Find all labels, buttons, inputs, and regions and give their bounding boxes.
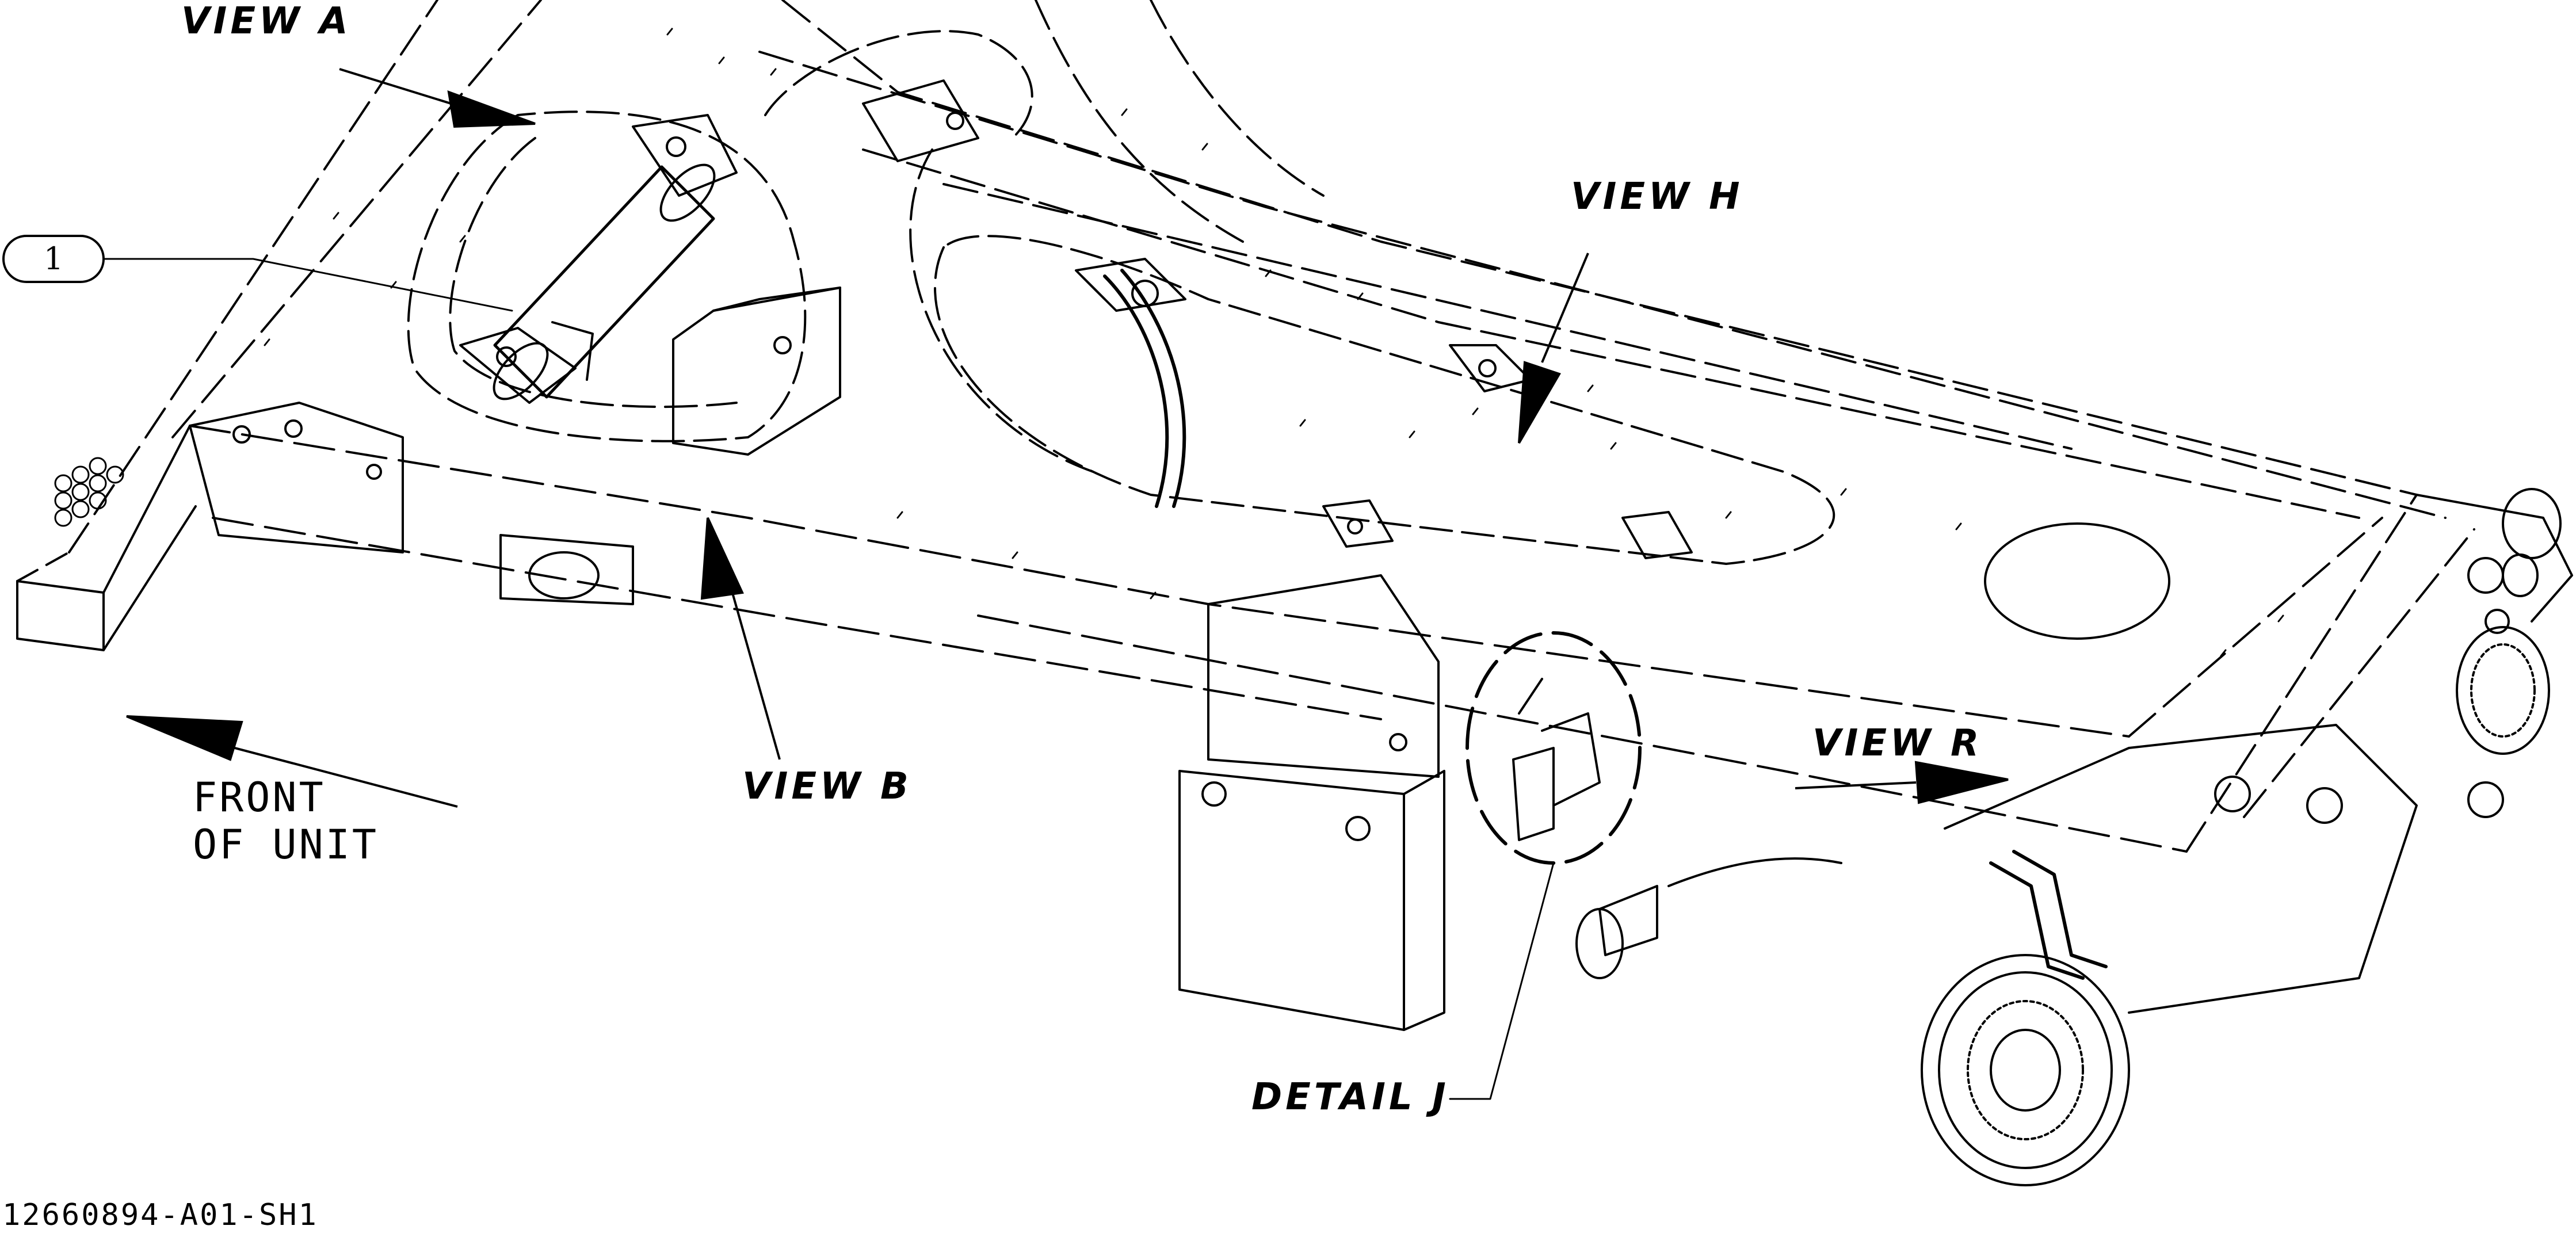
callout-1-number: 1 <box>44 240 63 277</box>
view-b-arrow <box>700 517 781 760</box>
view-a-arrow <box>339 68 536 128</box>
axle-hub <box>1921 557 2550 1186</box>
spindle <box>1575 857 1842 979</box>
frame-rails <box>16 0 2475 853</box>
view-a-label: VIEW A <box>181 0 352 43</box>
bracket-plates <box>1322 344 1693 559</box>
view-h-label: VIEW H <box>1571 175 1743 218</box>
front-label-line-1: FRONT <box>193 774 326 821</box>
accumulator-cylinder <box>459 114 738 404</box>
front-label-line-2: OF UNIT <box>193 821 379 868</box>
frame-oval-hole <box>1984 522 2170 640</box>
rear-coupling <box>2415 488 2573 623</box>
detail-j-leader <box>1449 862 1555 1100</box>
tool-box <box>1178 574 1445 1031</box>
view-b-label: VIEW B <box>742 765 912 808</box>
detail-j-label: DETAIL J <box>1251 1076 1449 1118</box>
cross-member <box>672 79 979 456</box>
bolt-marks <box>264 28 2284 657</box>
side-plate <box>189 402 404 553</box>
front-end-block <box>16 425 197 651</box>
callout-1-balloon: 1 <box>2 235 105 283</box>
hydraulic-hose <box>1075 258 1186 508</box>
callout-1-leaders <box>102 258 513 312</box>
view-r-arrow <box>1795 761 2009 804</box>
front-of-unit-label: FRONT OF UNIT <box>193 774 379 868</box>
view-h-arrow <box>1518 253 1589 444</box>
view-r-label: VIEW R <box>1812 722 1983 765</box>
document-number: 12660894-A01-SH1 <box>2 1198 318 1232</box>
lower-bracket <box>499 534 634 605</box>
detail-j-circle <box>1466 631 1642 865</box>
front-of-unit-arrow <box>126 715 458 808</box>
